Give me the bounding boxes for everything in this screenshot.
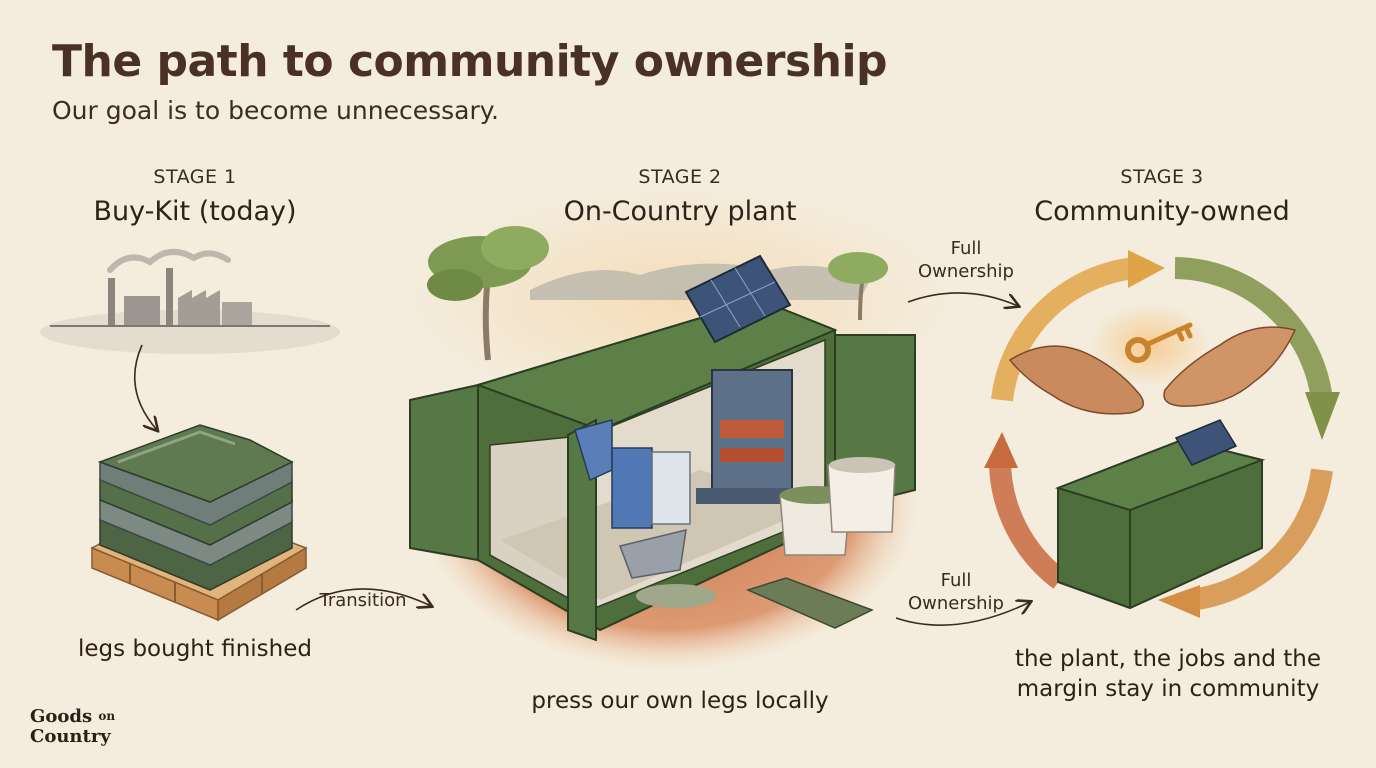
stage-1-name: Buy-Kit (today) xyxy=(60,196,330,227)
goods-on-country-logo: Goods on Country xyxy=(30,706,115,747)
page-title: The path to community ownership xyxy=(52,36,887,87)
press-machine-icon xyxy=(696,370,808,504)
stage-1-caption: legs bought finished xyxy=(50,636,340,662)
page-subtitle: Our goal is to become unnecessary. xyxy=(52,96,499,125)
stage-1-number: STAGE 1 xyxy=(100,166,290,188)
ownership-bottom-label-line2: Ownership xyxy=(896,593,1016,615)
stage-2-name: On-Country plant xyxy=(530,196,830,227)
stage-3-name: Community-owned xyxy=(1012,196,1312,227)
factory-icon xyxy=(40,252,340,354)
ownership-top-label-line1: Full xyxy=(906,238,1026,260)
logo-word-country: Country xyxy=(30,727,115,747)
stage-2-number: STAGE 2 xyxy=(585,166,775,188)
stage-2-caption: press our own legs locally xyxy=(500,688,860,714)
ownership-top-label-line2: Ownership xyxy=(906,261,1026,283)
logo-word-goods: Goods xyxy=(30,706,92,727)
transition-label: Transition xyxy=(300,590,426,612)
stage-3-number: STAGE 3 xyxy=(1067,166,1257,188)
flow-arrow-down xyxy=(135,345,157,430)
ownership-bottom-label-line1: Full xyxy=(896,570,1016,592)
logo-word-on: on xyxy=(98,709,115,723)
stage-3-caption-line2: margin stay in community xyxy=(1000,676,1336,702)
stage-3-caption-line1: the plant, the jobs and the xyxy=(1000,646,1336,672)
